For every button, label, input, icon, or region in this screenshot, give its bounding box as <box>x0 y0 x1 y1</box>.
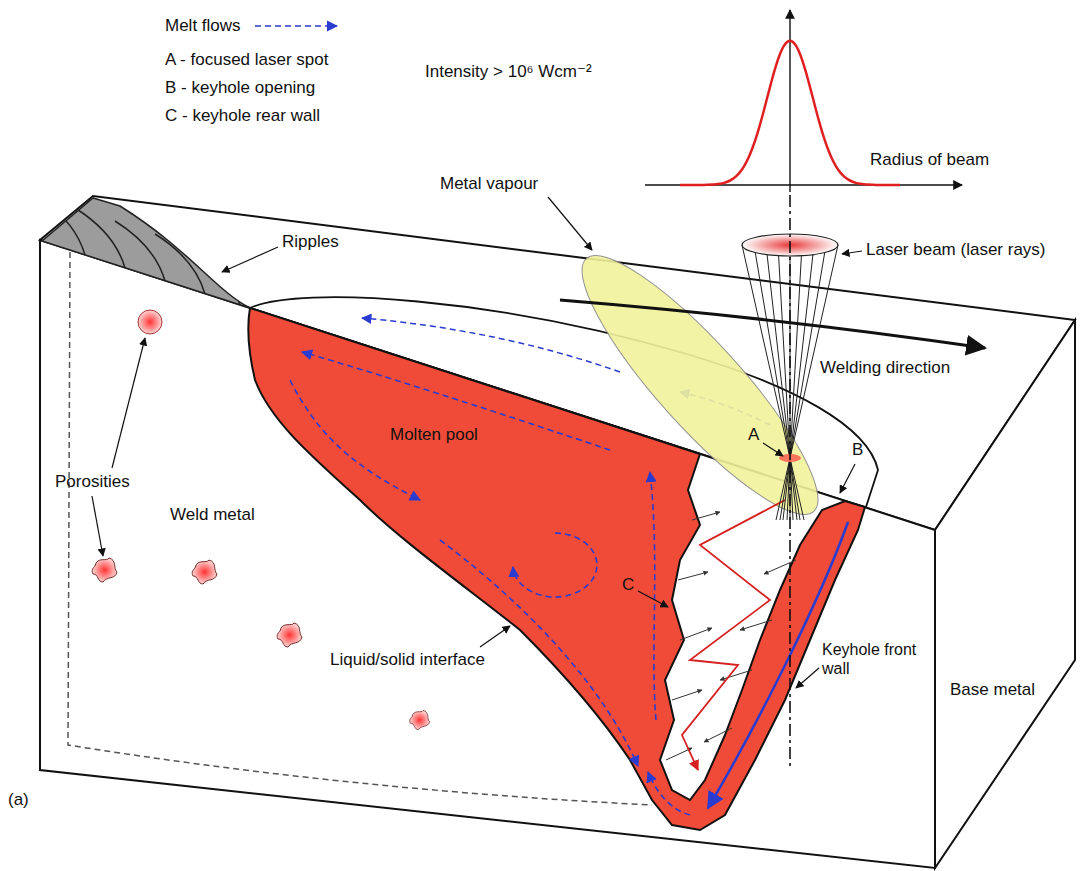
art-part <box>740 620 772 630</box>
art-part <box>302 352 610 450</box>
gaussian-curve <box>680 41 900 185</box>
art-part <box>92 558 117 582</box>
porosity <box>410 710 430 729</box>
art-part <box>222 247 278 272</box>
ripple-bead <box>42 198 250 308</box>
porosity <box>138 310 162 334</box>
porosity <box>92 558 117 582</box>
callout-letter: B <box>852 440 863 460</box>
part-label: Base metal <box>950 680 1035 700</box>
legend-sample <box>253 19 343 33</box>
key-entry: A - focused laser spot <box>165 50 328 70</box>
part-label: Liquid/solid interface <box>330 650 485 670</box>
art-part <box>513 533 597 597</box>
art-part <box>692 512 720 520</box>
key-entry: B - keyhole opening <box>165 78 315 98</box>
legend-text: Melt flows <box>165 16 241 36</box>
art-part <box>763 443 783 456</box>
art-part <box>796 668 819 688</box>
part-label: Ripples <box>282 232 339 252</box>
art-part <box>678 572 708 580</box>
art-part <box>75 208 125 268</box>
art-part <box>648 772 690 815</box>
part-label: Metal vapour <box>440 174 538 194</box>
art-part <box>842 251 862 254</box>
art-part <box>680 628 712 640</box>
art-part <box>638 591 668 607</box>
reflected-ray <box>682 500 785 770</box>
art-part <box>192 560 217 584</box>
melt-flow-sample <box>255 25 337 27</box>
art-part <box>480 626 510 647</box>
legend-entry: Melt flows <box>165 16 343 36</box>
porosity <box>192 560 217 584</box>
art-part <box>650 472 656 720</box>
art-part <box>112 338 145 468</box>
welding-direction-arrow <box>560 300 985 348</box>
key-entry: C - keyhole rear wall <box>165 106 320 126</box>
keyhole-reflections <box>666 512 796 760</box>
art-part <box>548 197 592 250</box>
art-part <box>766 245 797 520</box>
art-part <box>155 234 205 294</box>
ripple-lines <box>35 195 240 305</box>
art-part <box>764 560 796 574</box>
part-label: Molten pool <box>390 425 478 445</box>
part-label: Porosities <box>55 472 130 492</box>
art-part <box>115 221 165 281</box>
art-part <box>720 670 752 680</box>
section-face <box>40 240 935 868</box>
art-part <box>277 623 302 647</box>
porosity <box>277 623 302 647</box>
part-label: Laser beam (laser rays) <box>866 240 1046 260</box>
art-part <box>410 710 430 729</box>
art-part <box>742 245 804 520</box>
panel-label: (a) <box>8 790 29 810</box>
part-label: Keyhole front wall <box>822 640 922 678</box>
molten-pool <box>248 308 865 830</box>
art-part <box>840 464 855 493</box>
art-part <box>780 245 826 520</box>
art-part <box>672 690 702 700</box>
art-part <box>92 496 103 556</box>
axis-label: Radius of beam <box>870 150 989 170</box>
base-metal-face <box>935 320 1075 868</box>
callout-letter: C <box>622 575 634 595</box>
beam-axis <box>789 195 791 770</box>
part-label: Weld metal <box>170 505 255 525</box>
art-part <box>190 245 240 305</box>
intensity-label: Intensity > 10⁶ Wcm⁻² <box>425 62 592 82</box>
art-part <box>35 195 85 255</box>
art-part <box>704 728 732 742</box>
art-part <box>783 245 814 520</box>
art-part <box>776 245 838 520</box>
melt-flows <box>290 352 690 815</box>
graph-axis <box>789 10 790 192</box>
leader-lines <box>92 197 862 688</box>
direction-label: Welding direction <box>820 358 950 378</box>
art-part <box>754 245 800 520</box>
callout-letter: A <box>748 425 759 445</box>
